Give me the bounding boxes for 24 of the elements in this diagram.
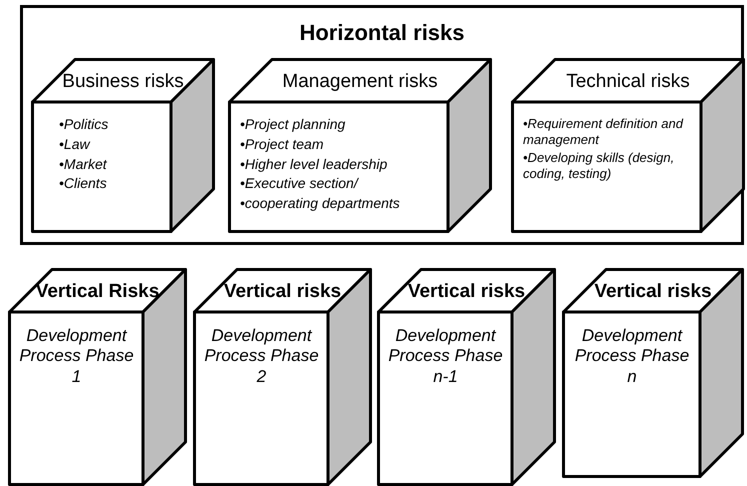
bullet-item: •Project team	[240, 136, 324, 153]
bullet-item: •Market	[59, 156, 108, 172]
cube-heading: Vertical Risks	[36, 282, 160, 300]
group-title: Horizontal risks	[298, 20, 466, 46]
bullet-item: •Higher level leadership	[240, 156, 388, 172]
cube-heading: Management risks	[282, 72, 438, 90]
cube-heading: Vertical risks	[224, 282, 342, 300]
cube-heading: Vertical risks	[594, 282, 712, 300]
bullet-item: •Law	[59, 136, 92, 153]
cube-heading: Technical risks	[566, 72, 690, 90]
phase-label: Development Process Phase 1	[18, 326, 135, 388]
bullet-item: •Project planning	[240, 116, 346, 133]
bullet-item: •Clients	[59, 175, 108, 192]
cube-heading: Vertical risks	[408, 282, 526, 300]
bullet-item: •Developing skills (design, coding, testing)	[523, 150, 676, 182]
phase-label: Development Process Phase n	[574, 326, 690, 388]
group-frame	[20, 5, 744, 245]
bullet-item: •cooperating departments	[240, 195, 401, 212]
phase-label: Development Process Phase 2	[203, 326, 320, 388]
cube-heading: Business risks	[62, 72, 184, 90]
bullet-item: •Executive section/	[240, 175, 360, 192]
phase-label: Development Process Phase n-1	[387, 326, 504, 388]
bullet-item: •Requirement definition and management	[523, 116, 684, 148]
bullet-item: •Politics	[59, 116, 110, 133]
